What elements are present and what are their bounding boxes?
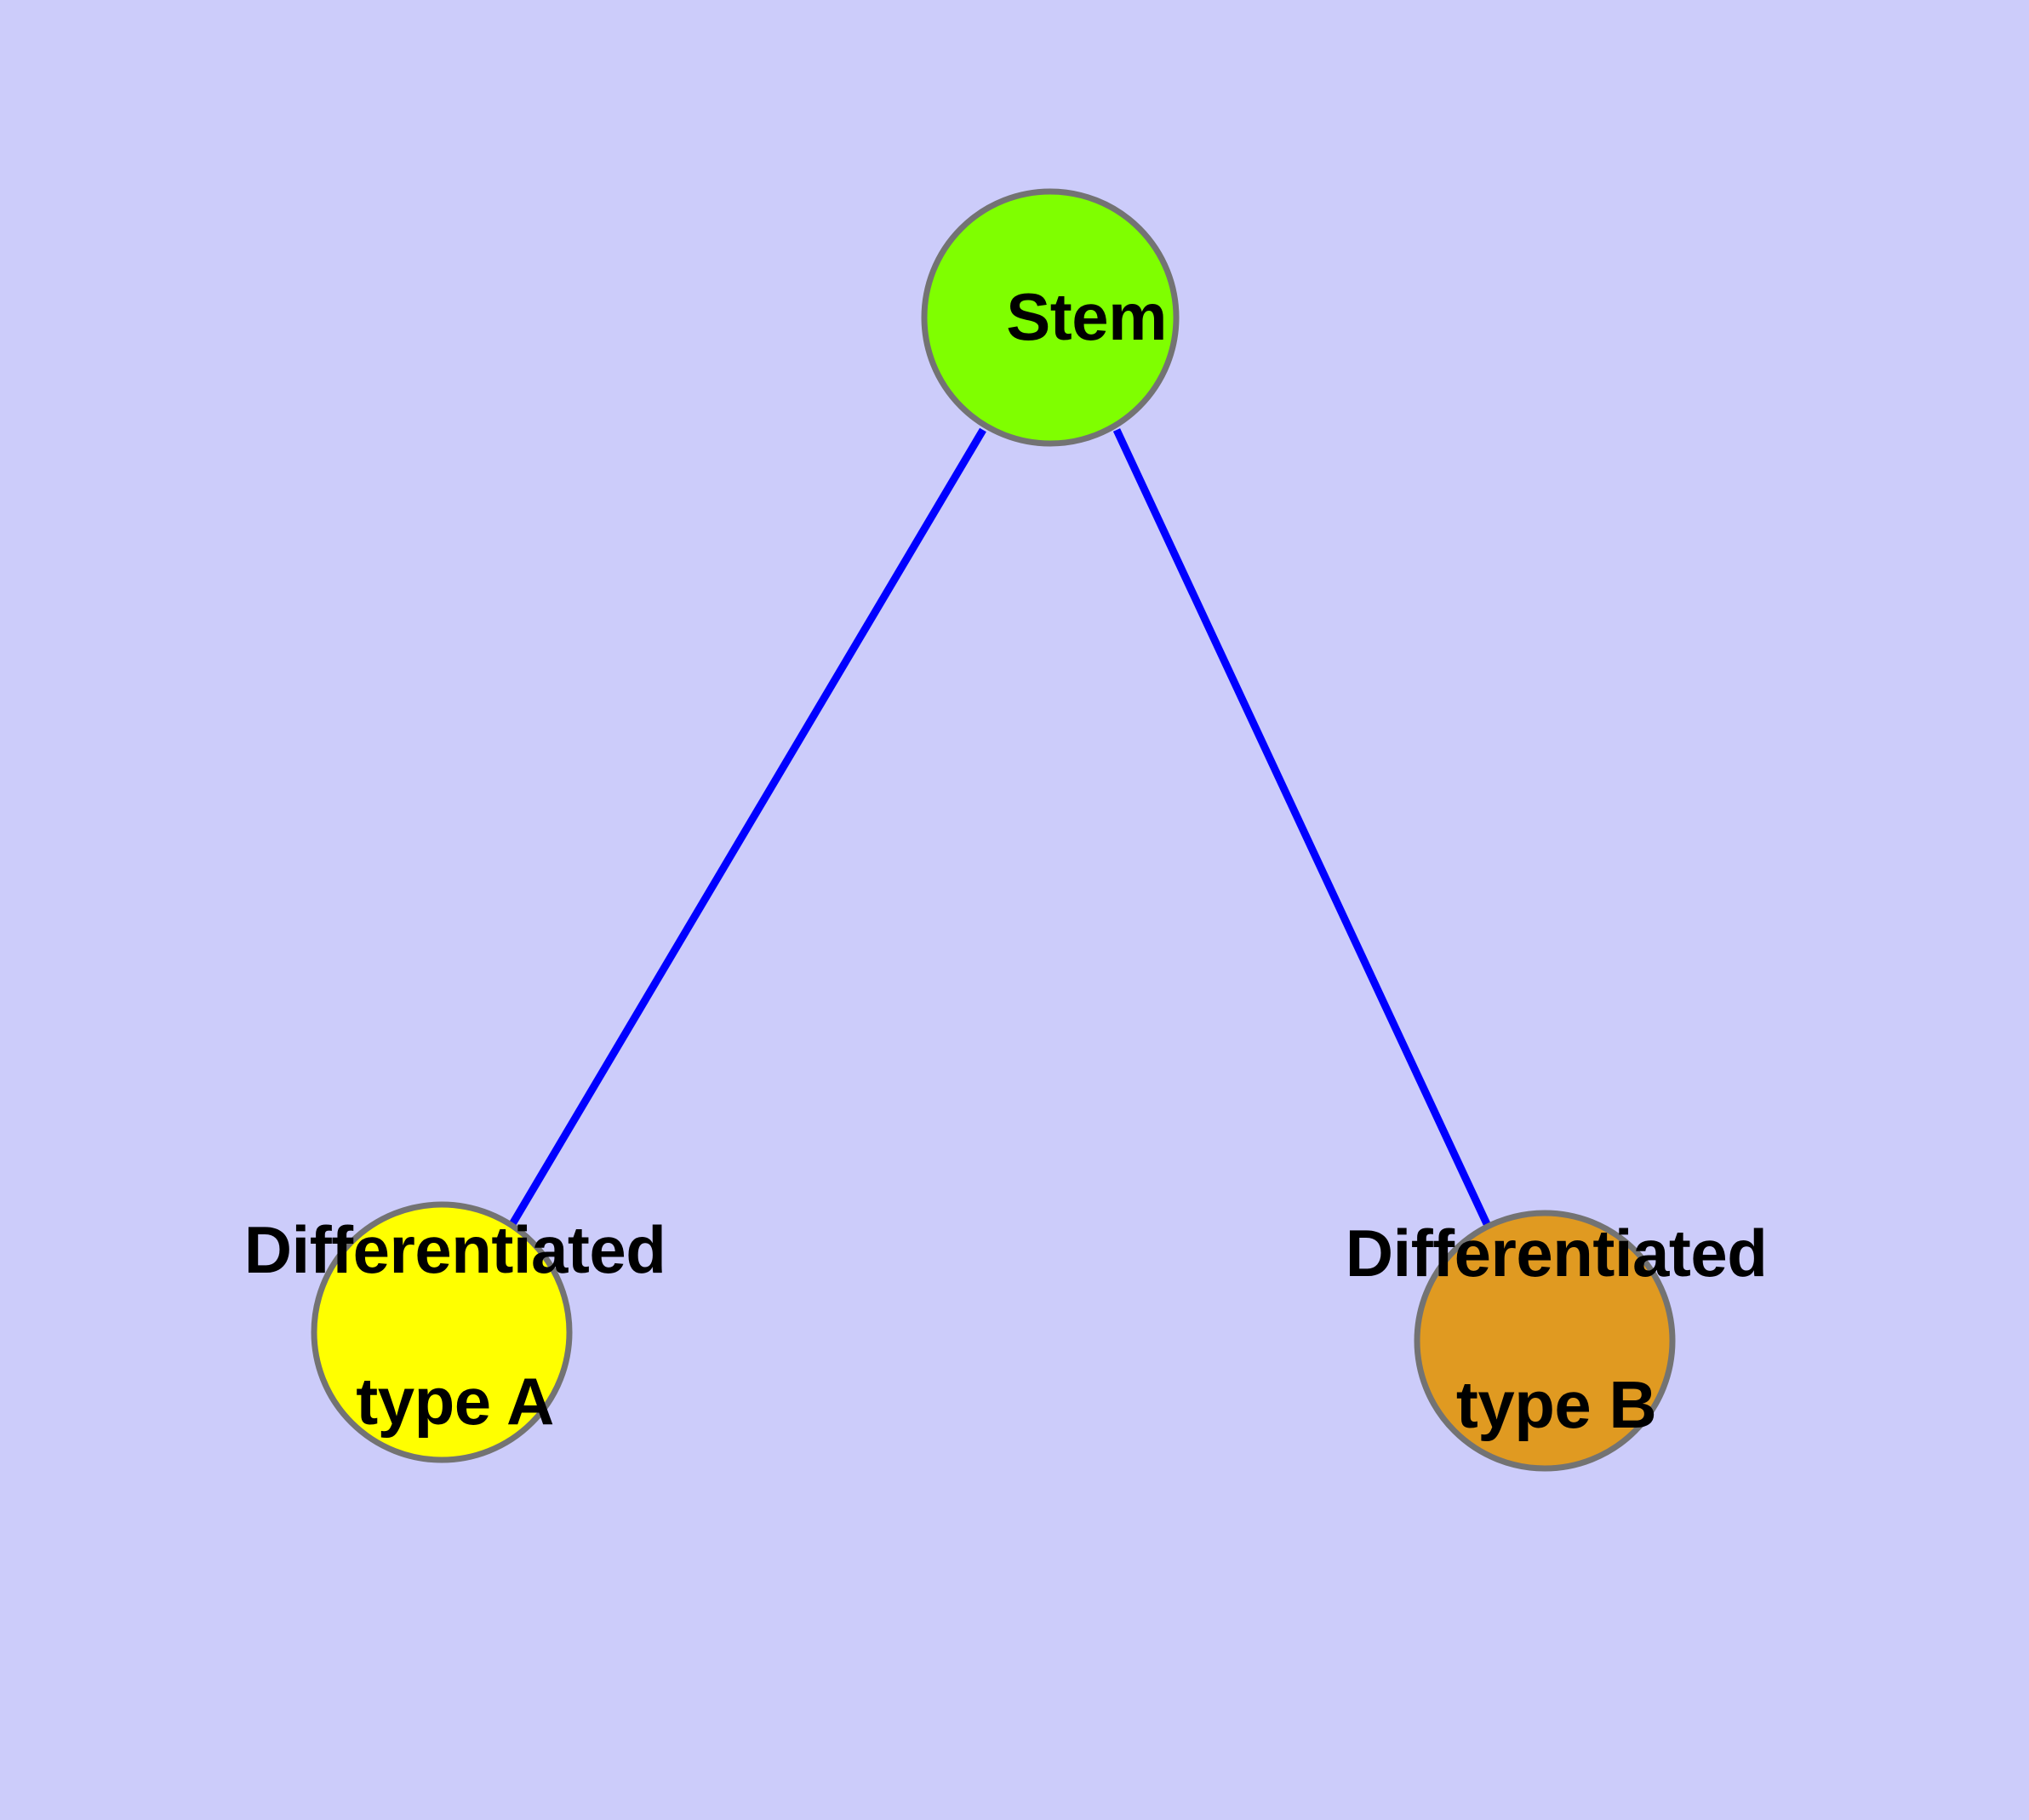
edge-stem-to-differentiated-type-b[interactable] [1112,428,1492,1228]
edge-layer [509,427,1492,1228]
edge-stem-to-differentiated-type-a[interactable] [509,427,986,1227]
node-circle-stem[interactable] [921,188,1180,447]
node-circle-differentiated-type-a[interactable] [311,1201,573,1463]
node-layer [311,188,1676,1472]
node-circle-differentiated-type-b[interactable] [1414,1210,1676,1472]
